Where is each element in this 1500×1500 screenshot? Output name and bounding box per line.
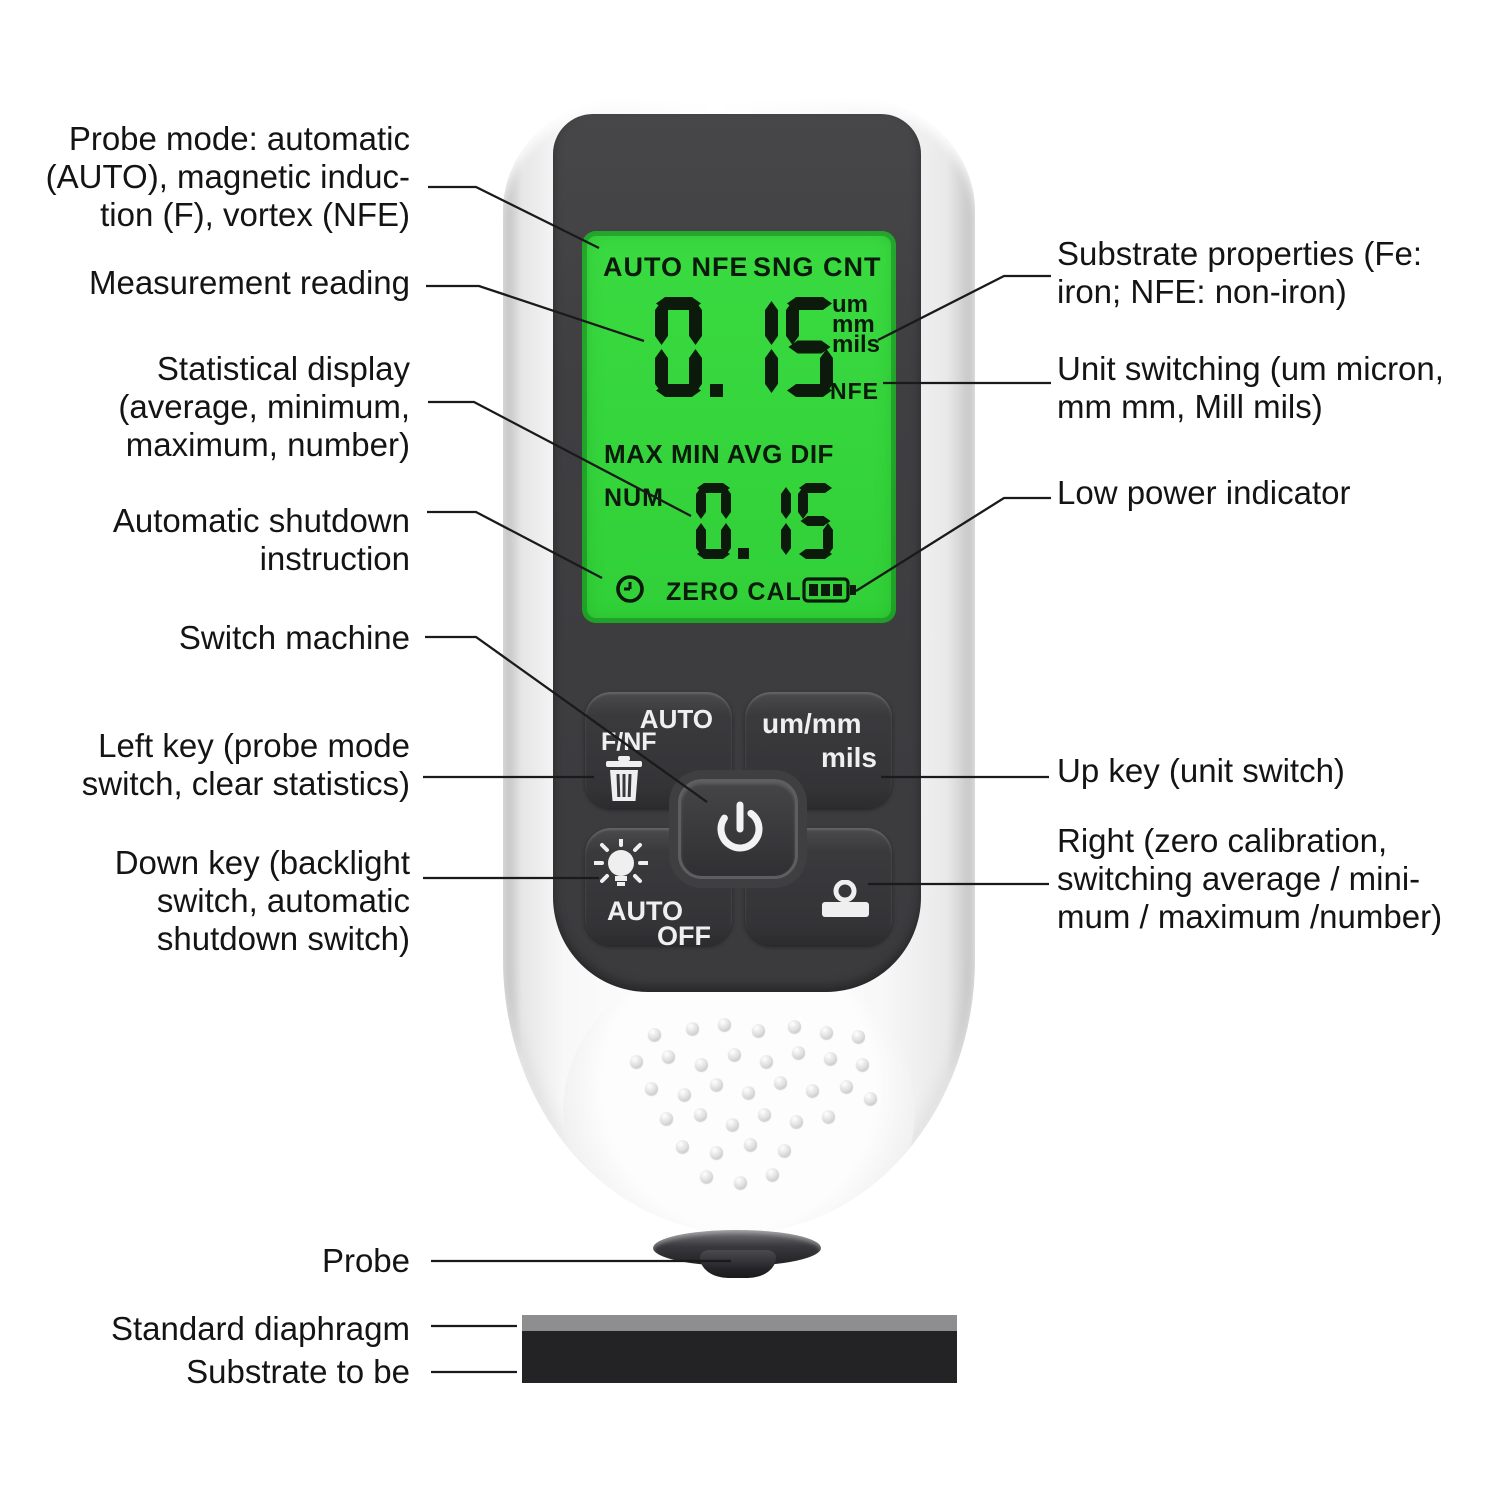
unit-key[interactable]: um/mm mils xyxy=(745,692,892,808)
grip-dot xyxy=(752,1024,765,1037)
power-key[interactable] xyxy=(678,779,798,879)
grip-dot xyxy=(686,1022,699,1035)
grip-dot xyxy=(760,1055,773,1068)
capture-indicators: SNG CNT xyxy=(753,252,882,282)
unit-um: um xyxy=(832,291,868,318)
label-substrate: Substrate to be xyxy=(186,1353,410,1390)
grip-dot xyxy=(645,1082,658,1095)
grip-dot xyxy=(864,1092,877,1105)
grip-dot xyxy=(856,1058,869,1071)
label-down-key: Down key (backlight switch, automatic sh… xyxy=(114,844,410,957)
mode-indicators: AUTO NFE xyxy=(603,252,749,282)
probe-mode-key-fnf-label: F/NF xyxy=(601,728,657,756)
probe-tip-nose xyxy=(700,1250,776,1278)
grip-dot xyxy=(728,1048,741,1061)
grip-dot xyxy=(778,1144,791,1157)
standard-diaphragm-plate xyxy=(522,1315,957,1331)
unit-key-mils-label: mils xyxy=(820,742,877,773)
label-auto-shutdown: Automatic shutdown instruction xyxy=(112,502,410,577)
grip-dot xyxy=(695,1058,708,1071)
backlight-icon xyxy=(594,839,648,886)
grip-dot xyxy=(726,1118,739,1131)
zero-cal-label: ZERO CAL xyxy=(666,578,802,606)
grip-dot xyxy=(824,1052,837,1065)
unit-indicators: um mm mils xyxy=(832,291,881,358)
num-indicator: NUM xyxy=(604,484,664,512)
grip-dot xyxy=(710,1078,723,1091)
power-icon xyxy=(717,801,763,852)
grip-dot xyxy=(766,1168,779,1181)
substrate-indicator: NFE xyxy=(830,378,879,404)
auto-shutdown-clock-icon xyxy=(616,575,644,603)
unit-mils: mils xyxy=(832,331,881,358)
grip-dot xyxy=(774,1076,787,1089)
backlight-key-off-label: OFF xyxy=(657,921,711,951)
grip-dot xyxy=(734,1176,747,1189)
zero-cal-key[interactable] xyxy=(745,828,892,945)
label-right-key: Right (zero calibration, switching avera… xyxy=(1057,822,1443,935)
grip-dot xyxy=(758,1108,771,1121)
unit-mm: mm xyxy=(832,311,875,338)
label-left-key: Left key (probe mode switch, clear stati… xyxy=(81,727,410,802)
grip-dot xyxy=(678,1088,691,1101)
zero-cal-probe-icon xyxy=(822,880,869,917)
label-unit-switching: Unit switching (um micron, mm mm, Mill m… xyxy=(1057,350,1444,425)
grip-dot xyxy=(790,1115,803,1128)
label-low-power: Low power indicator xyxy=(1057,474,1351,511)
lcd-screen: AUTO NFE SNG CNT um mm mils NFE MAX MIN … xyxy=(582,231,896,623)
grip-texture xyxy=(563,955,915,1233)
grip-dot xyxy=(792,1046,805,1059)
grip-dot xyxy=(744,1138,757,1151)
statistics-indicators: MAX MIN AVG DIF xyxy=(604,439,834,469)
label-substrate-properties: Substrate properties (Fe: iron; NFE: non… xyxy=(1057,235,1422,310)
label-standard-diaphragm: Standard diaphragm xyxy=(110,1310,410,1347)
label-measurement-reading: Measurement reading xyxy=(88,264,410,301)
grip-dot xyxy=(822,1110,835,1123)
grip-dot xyxy=(662,1050,675,1063)
grip-dot xyxy=(788,1020,801,1033)
grip-dot xyxy=(676,1140,689,1153)
grip-dot xyxy=(852,1030,865,1043)
main-reading-display xyxy=(655,297,833,397)
grip-dot xyxy=(710,1146,723,1159)
substrate-plate xyxy=(522,1331,957,1383)
label-switch-machine: Switch machine xyxy=(178,619,410,656)
backlight-key-auto-label: AUTO xyxy=(607,896,684,926)
stat-reading-display xyxy=(696,483,833,559)
grip-dot xyxy=(630,1055,643,1068)
backlight-key[interactable]: AUTO OFF xyxy=(585,828,732,951)
grip-dot xyxy=(648,1028,661,1041)
grip-dot xyxy=(840,1080,853,1093)
label-statistical-display: Statistical display (average, minimum, m… xyxy=(118,350,410,463)
grip-dot xyxy=(718,1018,731,1031)
trash-icon xyxy=(606,756,642,801)
grip-dot xyxy=(806,1084,819,1097)
label-up-key: Up key (unit switch) xyxy=(1057,752,1345,789)
label-probe-mode: Probe mode: automatic (AUTO), magnetic i… xyxy=(45,120,410,233)
grip-dot xyxy=(660,1112,673,1125)
battery-icon xyxy=(802,577,856,603)
grip-dot xyxy=(700,1170,713,1183)
unit-key-ummm-label: um/mm xyxy=(762,708,862,739)
grip-dot xyxy=(694,1108,707,1121)
grip-dot xyxy=(742,1086,755,1099)
label-probe: Probe xyxy=(321,1242,410,1279)
grip-dot xyxy=(820,1026,833,1039)
